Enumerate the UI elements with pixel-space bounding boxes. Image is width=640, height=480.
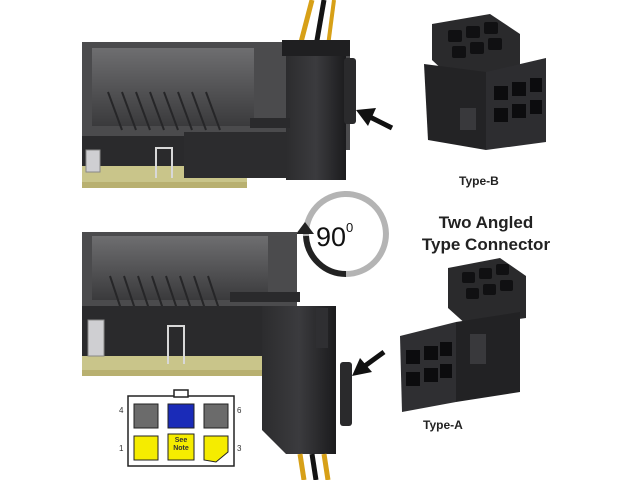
bottom-gpu-photo [82, 232, 300, 376]
pin-4 [133, 403, 159, 429]
pin-1 [133, 435, 159, 461]
headline-line-2: Type Connector [421, 235, 551, 254]
bottom-installed-connector [262, 306, 352, 454]
pin-number-4: 4 [119, 406, 124, 415]
bottom-arrow-icon [352, 349, 386, 376]
type-b-connector [424, 14, 546, 150]
pin-number-6: 6 [237, 406, 242, 415]
rotation-value: 90 [316, 222, 347, 252]
pin-5 [167, 403, 195, 429]
rotation-label: 900 [316, 220, 354, 253]
rotation-arc-icon [296, 191, 389, 278]
pin-number-3: 3 [237, 444, 242, 453]
pin-number-1: 1 [119, 444, 124, 453]
headline-line-1: Two Angled [438, 213, 534, 232]
pinout-diagram [127, 389, 235, 467]
type-a-label: Type-A [423, 418, 463, 432]
top-installed-connector [250, 40, 356, 180]
rotation-unit: 0 [346, 220, 354, 235]
pin-6 [203, 403, 229, 429]
type-a-connector [400, 258, 526, 412]
pin-3 [203, 435, 229, 463]
pin-2 [167, 433, 195, 461]
top-arrow-icon [356, 108, 394, 131]
bottom-cables [297, 453, 331, 480]
pin-note: See Note [173, 437, 189, 452]
headline: Two Angled Type Connector [402, 212, 570, 256]
type-b-label: Type-B [459, 174, 499, 188]
top-cables [297, 0, 336, 47]
